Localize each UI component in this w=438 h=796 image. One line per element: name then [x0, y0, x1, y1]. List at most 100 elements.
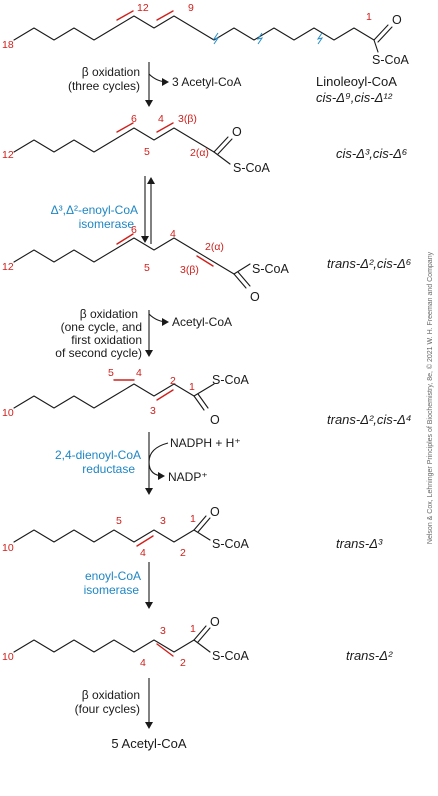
oxygen-label: O: [210, 413, 220, 427]
carbon-number: 12: [2, 149, 14, 161]
product-arrow: [148, 73, 169, 86]
carbon-number: 10: [2, 542, 14, 554]
carbon-number: 4: [170, 228, 176, 240]
enzyme-label: 2,4-dienoyl-CoA: [55, 448, 141, 462]
carbon-number: 5: [108, 367, 114, 379]
step-label: of second cycle): [55, 346, 142, 360]
enzyme-label: enoyl-CoA: [85, 569, 141, 583]
carbonyl-bond-2: [197, 627, 211, 643]
step-label: β oxidation: [82, 65, 140, 79]
carbon-chain: [13, 237, 235, 275]
carbon-chain: [13, 639, 195, 653]
double-bond-c2: [196, 255, 214, 267]
enzyme-label: isomerase: [79, 217, 135, 231]
carbon-number: 4: [140, 657, 146, 669]
step-enoyl-coa-isomerase-2: enoyl-CoA isomerase: [84, 562, 153, 609]
double-bond-c6: [116, 233, 134, 245]
carbon-number: 2: [180, 657, 186, 669]
step-label: first oxidation: [71, 333, 142, 347]
step-label: (three cycles): [68, 79, 140, 93]
carbon-number: 4: [140, 547, 146, 559]
double-bond-c6: [116, 122, 134, 133]
step-label: (four cycles): [75, 702, 140, 716]
carbon-number: 6: [131, 224, 137, 236]
carbon-number: 5: [144, 262, 150, 274]
carbon-number: 2: [180, 547, 186, 559]
carbonyl-bond: [193, 395, 205, 411]
cofactor-in: NADPH + H⁺: [170, 436, 241, 450]
structure-trans2-cis4: O S-CoA 10 5 4 2 1 3 trans-Δ²,cis-Δ⁴: [2, 367, 411, 427]
carbon-number: 18: [2, 39, 14, 51]
carbon-chain: [13, 127, 215, 153]
group-label: S-CoA: [212, 649, 249, 663]
copyright-credit: Nelson & Cox, Lehninger Principles of Bi…: [426, 251, 434, 544]
carbon-number: 1: [189, 381, 195, 393]
carbonyl-bond: [193, 515, 207, 531]
thioester-bond: [193, 529, 211, 541]
structure-trans3: O S-CoA 10 5 3 1 4 2 trans-Δ³: [2, 505, 383, 559]
product-arrow: [148, 313, 169, 326]
carbon-number: 4: [136, 367, 142, 379]
carbonyl-bond: [193, 625, 207, 641]
carbon-number: 2: [170, 375, 176, 387]
group-label: S-CoA: [212, 537, 249, 551]
enzyme-label: reductase: [82, 462, 135, 476]
carbonyl-bond-2: [197, 517, 211, 533]
carbon-number: 1: [190, 623, 196, 635]
step-label: β oxidation: [82, 688, 140, 702]
carbon-number: 6: [131, 113, 137, 125]
cut-marks: [212, 32, 324, 45]
carbon-chain: [13, 383, 215, 409]
group-label: S-CoA: [233, 161, 270, 175]
double-bond-c12: [116, 10, 134, 21]
enzyme-label: Δ³,Δ²-enoyl-CoA: [51, 203, 138, 217]
step-product: 3 Acetyl-CoA: [172, 75, 241, 89]
carbon-number: 10: [2, 651, 14, 663]
oxygen-label: O: [210, 505, 220, 519]
step-beta-oxidation-four-cycles: β oxidation (four cycles): [75, 678, 153, 729]
double-bond-c9: [156, 10, 174, 21]
step-beta-oxidation-one-cycle: β oxidation (one cycle, and first oxidat…: [55, 307, 232, 360]
structure-name: Linoleoyl-CoA: [316, 74, 397, 89]
thioester-bond: [193, 639, 211, 653]
structure-trans2: O S-CoA 10 3 1 4 2 trans-Δ²: [2, 615, 393, 669]
carbon-number: 3(β): [178, 113, 197, 125]
carbon-number: 12: [2, 261, 14, 273]
carbon-number: 2(α): [190, 147, 209, 159]
cofactor-out: NADP⁺: [168, 470, 208, 484]
structure-name: trans-Δ²,cis-Δ⁴: [327, 412, 411, 427]
step-dienoyl-coa-reductase: 2,4-dienoyl-CoA reductase NADPH + H⁺ NAD…: [55, 432, 241, 495]
step-product: Acetyl-CoA: [172, 315, 232, 329]
carbon-chain: [13, 15, 375, 41]
step-label: β oxidation: [80, 307, 138, 321]
carbon-number: 3(β): [180, 264, 199, 276]
carbonyl-bond: [233, 273, 247, 289]
carbon-number: 3: [150, 405, 156, 417]
step-beta-oxidation-three-cycles: β oxidation (three cycles) 3 Acetyl-CoA: [68, 62, 241, 107]
group-label: S-CoA: [252, 262, 289, 276]
carbon-number: 12: [137, 2, 149, 14]
cofactor-arrow: [148, 442, 169, 480]
carbon-number: 1: [366, 11, 372, 23]
carbon-chain: [13, 529, 195, 543]
carbon-number: 3: [160, 515, 166, 527]
carbonyl-bond-2: [377, 26, 393, 43]
carbon-number: 9: [188, 2, 194, 14]
thioester-bond: [213, 151, 231, 165]
group-label: S-CoA: [212, 373, 249, 387]
thioester-bond: [233, 263, 251, 275]
oxygen-label: O: [392, 13, 402, 27]
oxygen-label: O: [210, 615, 220, 629]
structure-name: trans-Δ³: [336, 536, 383, 551]
carbon-number: 3: [160, 625, 166, 637]
carbonyl-bond: [213, 136, 229, 153]
step-enoyl-coa-isomerase-1: Δ³,Δ²-enoyl-CoA isomerase: [51, 176, 155, 244]
carbon-number: 1: [190, 513, 196, 525]
carbon-number: 10: [2, 407, 14, 419]
enzyme-label: isomerase: [84, 583, 140, 597]
oxygen-label: O: [232, 125, 242, 139]
carbon-number: 4: [158, 113, 164, 125]
carbon-number: 5: [144, 146, 150, 158]
double-bond-c2: [156, 389, 174, 401]
